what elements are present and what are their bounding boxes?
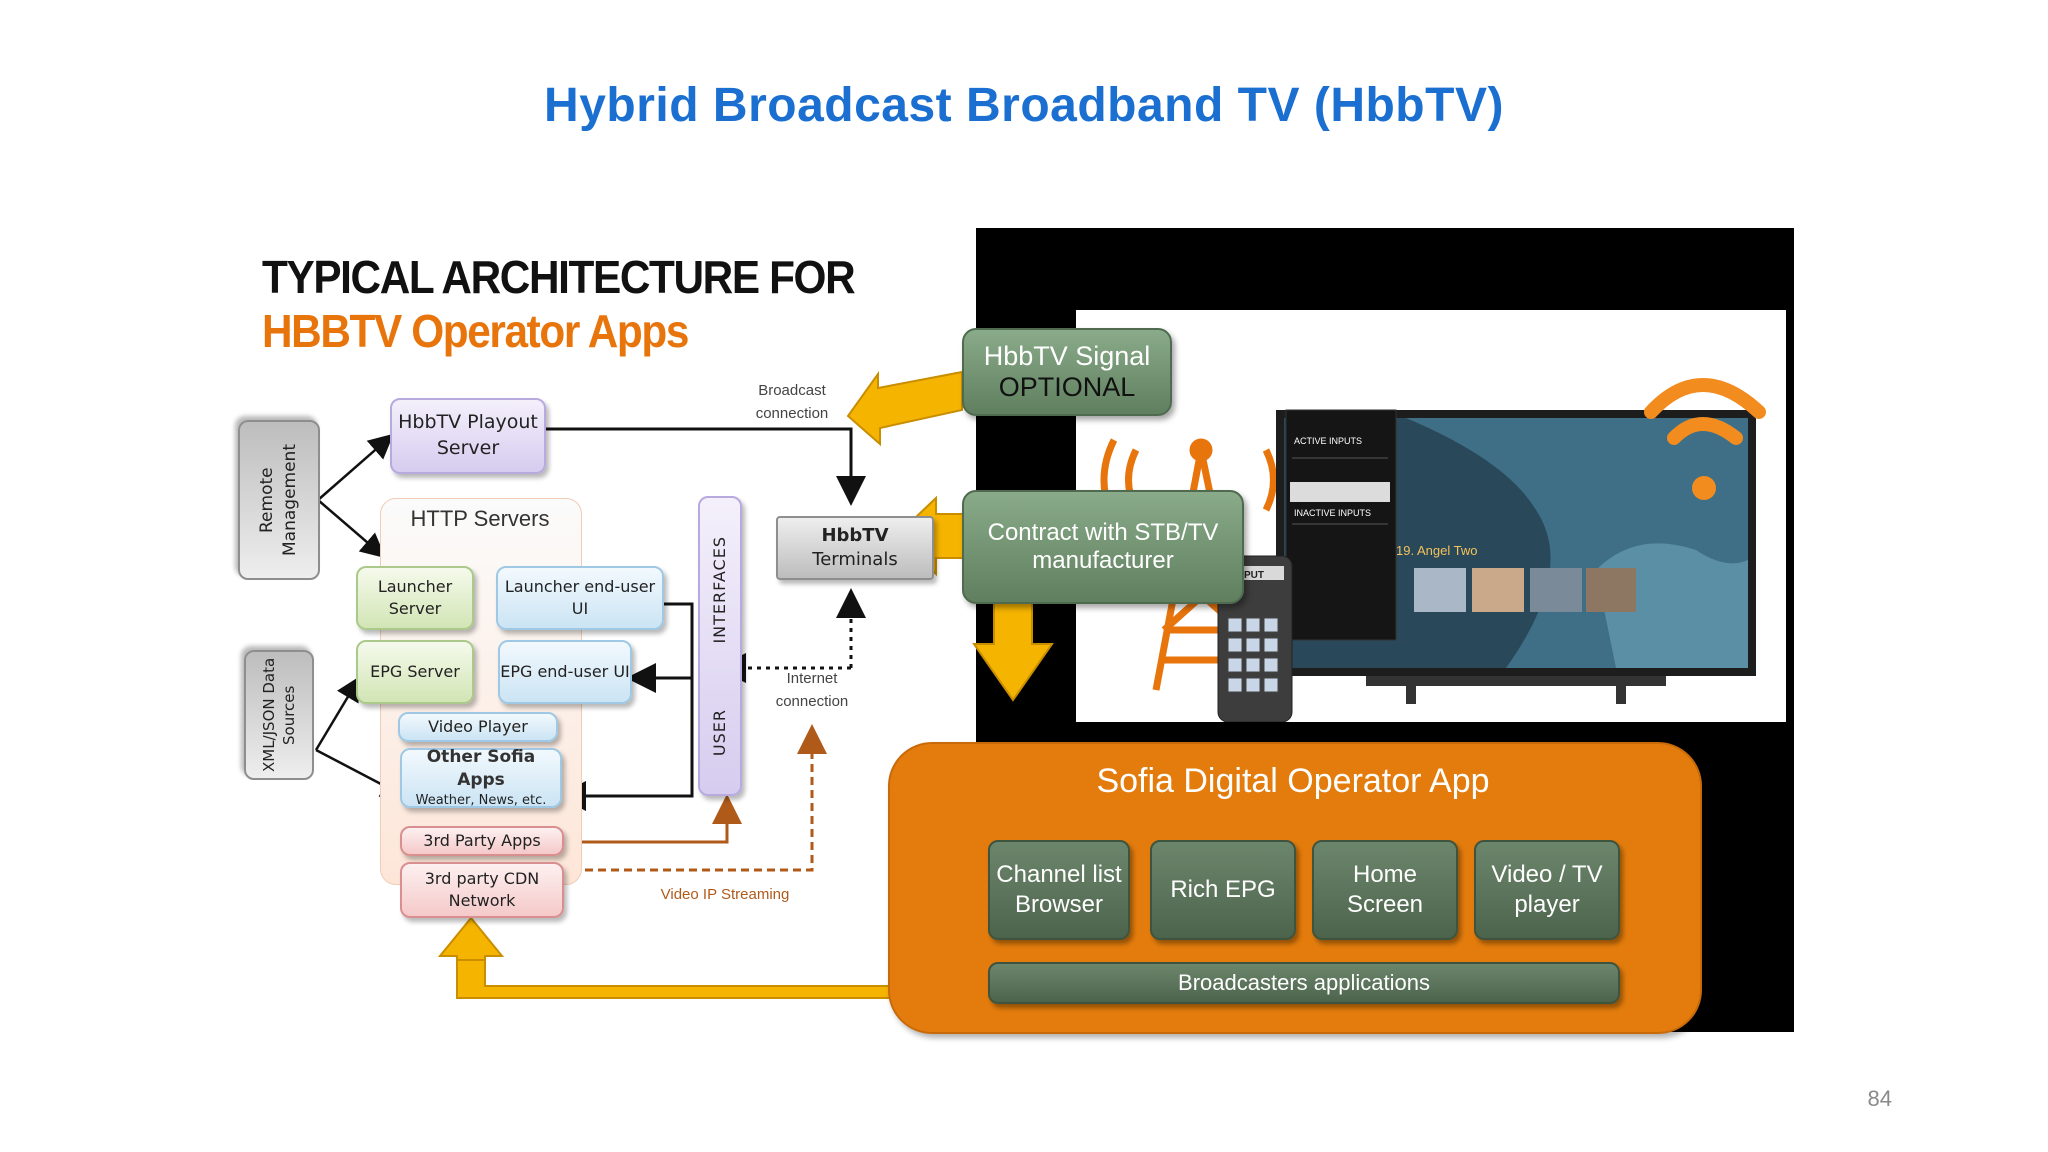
inactive-inputs-label: INACTIVE INPUTS [1294, 508, 1371, 518]
channel-name-label: 19. Angel Two [1396, 543, 1477, 558]
http-servers-label: HTTP Servers [410, 506, 550, 531]
hbbtv-terminals-box: HbbTV Terminals [776, 516, 934, 580]
down-block-arrow [972, 599, 1054, 702]
active-inputs-label: ACTIVE INPUTS [1294, 436, 1362, 446]
terminals-bold-label: HbbTV [821, 524, 889, 546]
data-to-epg-arrow [314, 675, 361, 751]
architecture-heading-line2: HBBTV Operator Apps [262, 305, 689, 357]
broadcast-connection-line [546, 427, 866, 506]
third-party-apps-box: 3rd Party Apps [400, 826, 564, 856]
launcher-server-box: Launcher Server [356, 566, 474, 630]
data-sources-box: XML/JSON Data Sources [244, 650, 314, 780]
other-apps-label: Other Sofia Apps [426, 747, 536, 791]
contract-callout: Contract with STB/TV manufacturer [962, 490, 1244, 604]
channel-list-browser: Channel list Browser [988, 840, 1130, 940]
remote-input-label: INPUT [1234, 570, 1264, 581]
hbbtv-signal-callout: HbbTV Signal OPTIONAL [962, 328, 1172, 416]
rich-epg: Rich EPG [1150, 840, 1296, 940]
input-menu-panel [1285, 409, 1397, 641]
signal-line1: HbbTV Signal [983, 341, 1151, 371]
broadcasters-applications-bar: Broadcasters applications [988, 962, 1620, 1004]
page-number: 84 [1867, 1086, 1892, 1111]
contract-line2: manufacturer [1032, 547, 1174, 574]
video-ip-streaming-label: Video IP Streaming [660, 886, 790, 903]
internet-connection-label: Internet connection [775, 670, 849, 710]
terminals-label: Terminals [812, 549, 898, 570]
launcher-ui-box: Launcher end-user UI [496, 566, 664, 630]
broadcast-connection-label: Broadcast connection [755, 382, 829, 422]
video-player-box: Video Player [398, 712, 558, 742]
playout-server-box: HbbTV Playout Server [390, 398, 546, 474]
video-tv-player: Video / TV player [1474, 840, 1620, 940]
other-apps-sub: Weather, News, etc. [415, 793, 547, 809]
epg-server-box: EPG Server [356, 640, 474, 704]
user-label: USER [710, 708, 730, 756]
operator-app-title: Sofia Digital Operator App [1096, 762, 1490, 800]
remote-to-playout-arrow [317, 433, 394, 501]
remote-management-box: Remote Management [238, 420, 320, 580]
ui-to-apps-line [556, 602, 694, 811]
epg-ui-box: EPG end-user UI [498, 640, 632, 704]
tv-illustration: ACTIVE INPUTS INACTIVE INPUTS 19. Angel … [1100, 378, 1766, 722]
signal-line2: OPTIONAL [998, 372, 1136, 402]
other-apps-box: Other Sofia Apps Weather, News, etc. [400, 747, 562, 809]
slide-title: Hybrid Broadcast Broadband TV (HbbTV) [544, 79, 1504, 132]
contract-line1: Contract with STB/TV [987, 519, 1219, 546]
user-interfaces-box: INTERFACES USER [698, 496, 742, 796]
signal-block-arrow [846, 370, 963, 447]
third-party-to-interfaces-line [566, 794, 742, 844]
video-ip-streaming-line [572, 724, 827, 872]
home-screen: Home Screen [1312, 840, 1458, 940]
wifi-icon [1644, 378, 1766, 500]
remote-to-http-arrow [317, 499, 386, 559]
interfaces-label: INTERFACES [710, 536, 730, 644]
cdn-box: 3rd party CDN Network [400, 862, 564, 918]
architecture-heading-line1: TYPICAL ARCHITECTURE FOR [262, 251, 856, 303]
